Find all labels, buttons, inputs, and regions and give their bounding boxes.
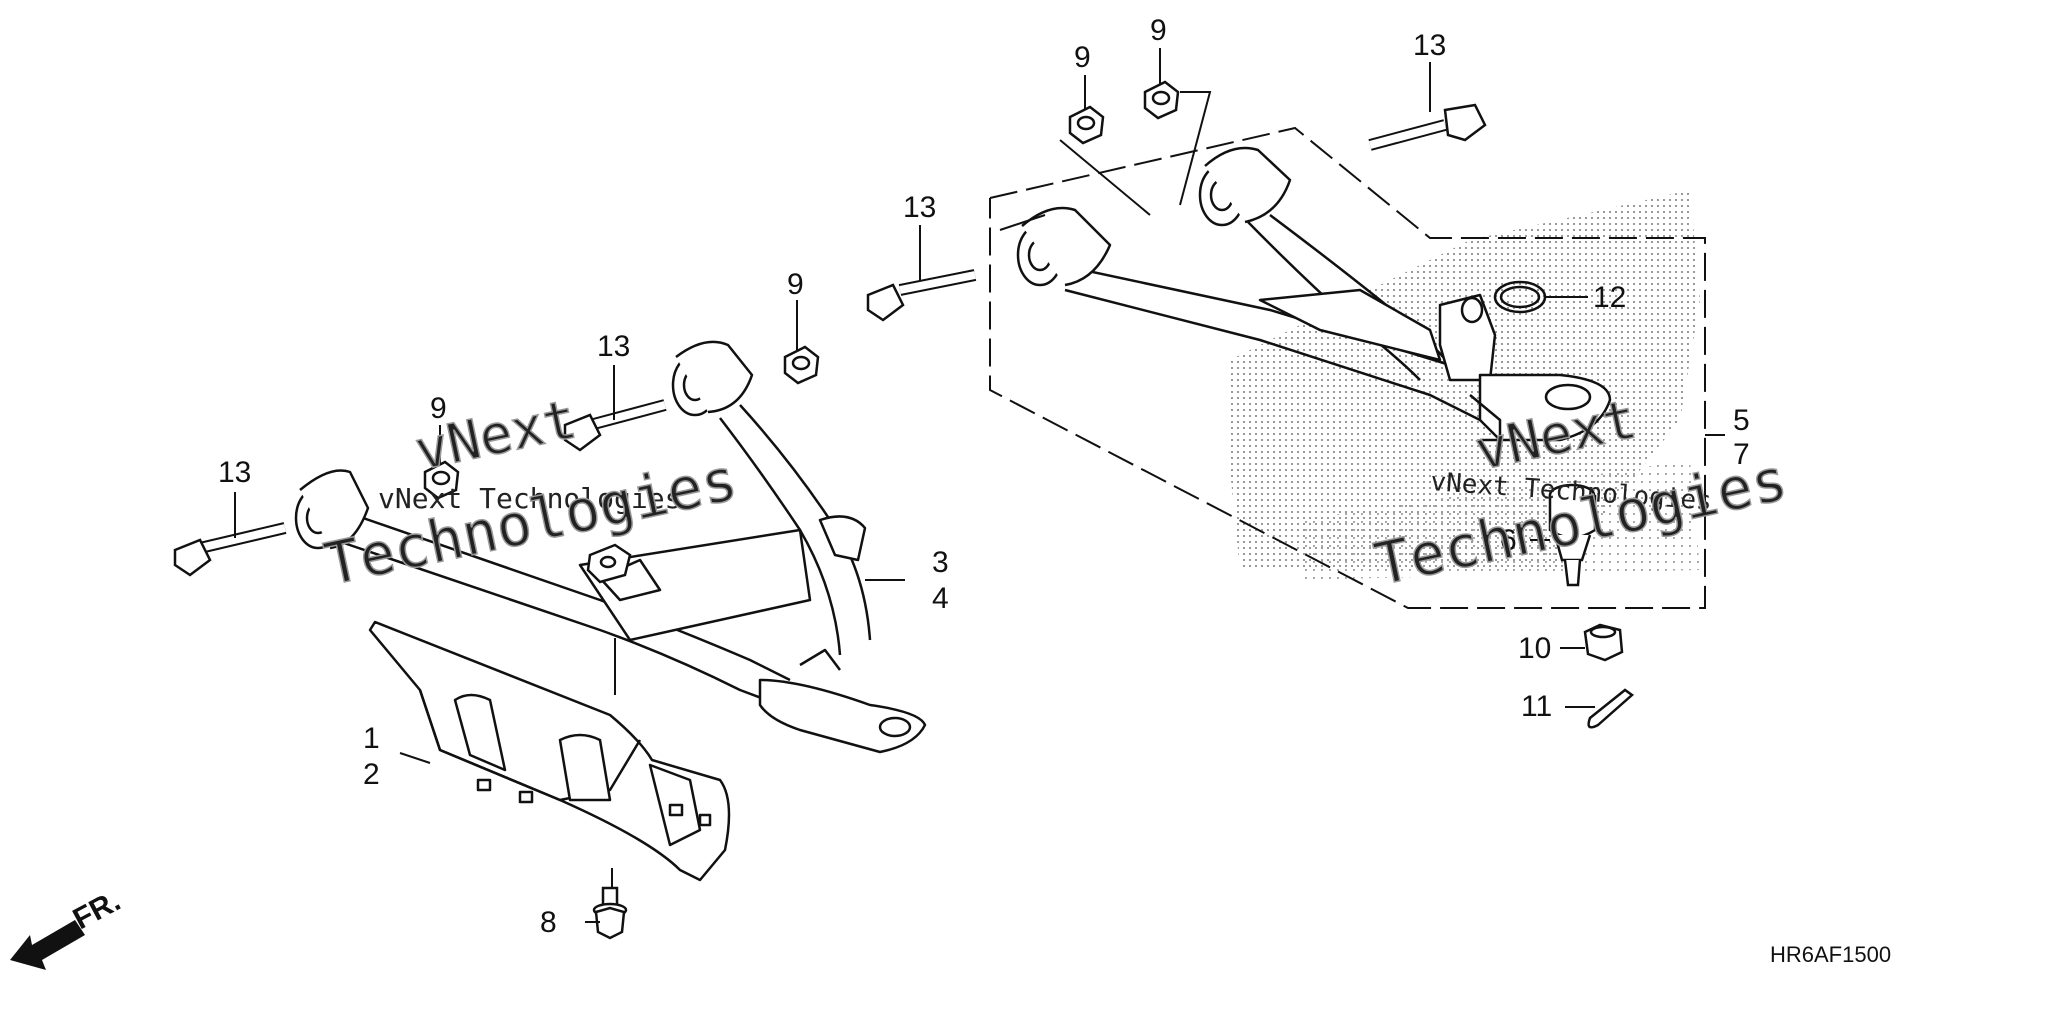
callout-13-upper-rear: 13 [1413, 29, 1446, 62]
callout-5: 5 [1733, 404, 1750, 437]
callout-10: 10 [1518, 632, 1551, 665]
callouts: 13 13 9 9 13 9 9 13 12 5 7 6 10 11 3 4 1… [218, 14, 1750, 939]
callout-13-upper-front: 13 [903, 191, 936, 224]
bolt-lower-front [173, 522, 287, 577]
lower-arm [294, 340, 927, 754]
nut-upper-rear [1143, 80, 1180, 120]
callout-1: 1 [363, 722, 380, 755]
front-arrow-icon: FR. [10, 884, 126, 970]
callout-9-lower-rear: 9 [787, 268, 804, 301]
callout-6: 6 [1500, 524, 1517, 557]
skid-guard [368, 620, 731, 882]
callout-3: 3 [932, 546, 949, 579]
bolt-upper-front [866, 269, 977, 322]
watermark-text-left: vNext Technologies [378, 482, 681, 515]
nut-upper-front [1068, 105, 1105, 145]
callout-12: 12 [1593, 281, 1626, 314]
leader-lines [234, 48, 1725, 923]
bracket-nut [586, 543, 632, 584]
cotter-pin [1587, 688, 1635, 729]
upper-arm [1016, 146, 1612, 442]
bolt-lower-rear [563, 399, 667, 452]
diagram-code: HR6AF1500 [1770, 942, 1891, 967]
ball-joint [1548, 483, 1597, 587]
castle-nut [1583, 623, 1624, 662]
callout-4: 4 [932, 582, 949, 615]
callout-8: 8 [540, 906, 557, 939]
callout-9-upper-front: 9 [1074, 41, 1091, 74]
bolt-upper-rear [1368, 103, 1487, 151]
callout-9-lower-front: 9 [430, 392, 447, 425]
callout-9-upper-rear: 9 [1150, 14, 1167, 47]
callout-13-lower-front: 13 [218, 456, 251, 489]
callout-11: 11 [1521, 690, 1552, 723]
callout-7: 7 [1733, 438, 1750, 471]
alignment-lines [999, 91, 1212, 231]
callout-2: 2 [363, 758, 380, 791]
assembly-outline [989, 126, 1706, 609]
nut-lower-front [423, 460, 460, 500]
nut-lower-rear [783, 345, 820, 385]
guard-bolt [592, 886, 628, 940]
callout-13-lower-rear: 13 [597, 330, 630, 363]
